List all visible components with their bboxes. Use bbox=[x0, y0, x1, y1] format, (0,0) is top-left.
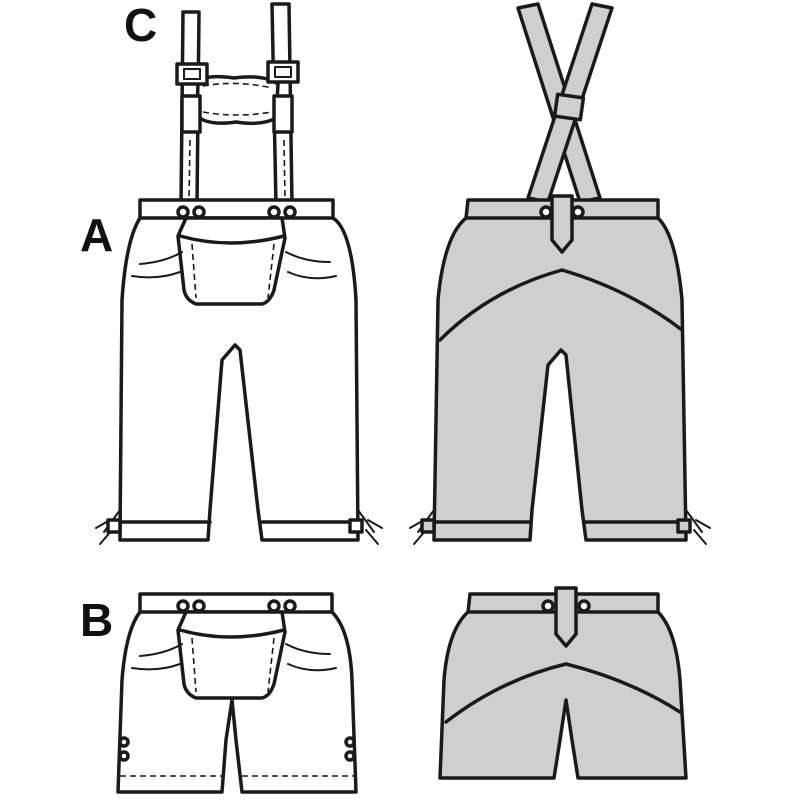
shorts-front-flap-stitch bbox=[191, 637, 275, 693]
right-keeper bbox=[272, 94, 294, 134]
shorts-back bbox=[438, 586, 688, 780]
shorts-back-yoke-seam bbox=[444, 662, 682, 724]
long-back-body bbox=[432, 198, 688, 542]
view-label-c: C bbox=[124, 0, 158, 51]
long-front-left-tie-knot bbox=[106, 518, 122, 534]
long-pants-front bbox=[95, 198, 383, 545]
shorts-front-hem-button-4 bbox=[344, 750, 356, 762]
back-strap-cross bbox=[552, 92, 586, 122]
shorts-back-center-tab bbox=[554, 586, 578, 648]
shorts-back-body bbox=[438, 592, 688, 780]
bridge-stitch bbox=[202, 82, 273, 116]
long-front-button-2 bbox=[192, 205, 206, 219]
long-front-right-tie bbox=[357, 509, 383, 545]
long-front-right-pocket bbox=[285, 251, 337, 280]
shorts-front-hem-button-2 bbox=[118, 750, 130, 762]
view-label-b: B bbox=[80, 594, 114, 646]
long-front-flap-yoke bbox=[178, 234, 286, 245]
shorts-front-left-pocket bbox=[131, 643, 183, 671]
long-back-yoke-seam bbox=[438, 268, 684, 342]
long-front-right-tie-knot bbox=[348, 518, 364, 534]
long-back-right-tie-knot bbox=[676, 518, 692, 534]
suspenders-front bbox=[175, 2, 300, 207]
shorts-front-flap bbox=[176, 610, 287, 700]
long-back-button-1 bbox=[539, 205, 553, 219]
shorts-front-flap-yoke bbox=[178, 628, 286, 639]
shorts-front-hem-button-3 bbox=[344, 736, 356, 748]
shorts-back-button-2 bbox=[577, 599, 591, 613]
long-back-center-tab bbox=[550, 194, 574, 254]
shorts-front bbox=[116, 592, 358, 794]
strap-stitching bbox=[188, 139, 286, 201]
shorts-front-button-3 bbox=[267, 599, 281, 613]
left-buckle bbox=[175, 62, 209, 86]
shorts-front-button-4 bbox=[283, 599, 297, 613]
long-back-left-tie-knot bbox=[420, 518, 436, 534]
long-front-flap-stitch bbox=[191, 243, 275, 299]
shorts-front-hem-button-1 bbox=[118, 736, 130, 748]
shorts-back-button-1 bbox=[541, 599, 555, 613]
long-front-flap bbox=[176, 216, 287, 306]
long-front-button-3 bbox=[267, 205, 281, 219]
long-pants-back bbox=[409, 2, 711, 545]
shorts-front-right-pocket bbox=[285, 643, 337, 672]
left-keeper bbox=[180, 94, 202, 134]
right-buckle-inner bbox=[274, 66, 292, 78]
shorts-front-button-1 bbox=[176, 599, 190, 613]
long-front-body bbox=[118, 198, 360, 542]
long-back-button-2 bbox=[571, 205, 585, 219]
long-front-left-pocket bbox=[131, 251, 183, 279]
right-buckle bbox=[266, 60, 300, 84]
long-back-right-tie bbox=[685, 509, 711, 545]
long-front-button-4 bbox=[283, 205, 297, 219]
left-buckle-inner bbox=[183, 68, 201, 80]
long-front-button-1 bbox=[176, 205, 190, 219]
shorts-front-button-2 bbox=[192, 599, 206, 613]
view-label-a: A bbox=[80, 209, 114, 261]
